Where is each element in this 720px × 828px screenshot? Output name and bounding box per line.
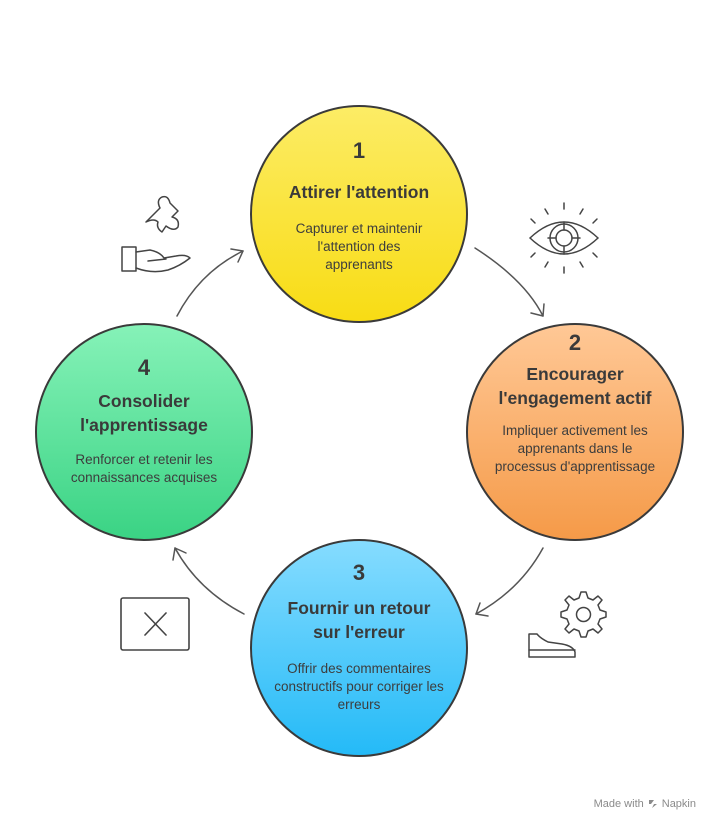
napkin-brand: Napkin: [661, 798, 696, 810]
arrow-1-to-2: [474, 247, 545, 317]
step-3-circle: [250, 539, 468, 757]
step-1-circle: [250, 105, 468, 323]
step-3-number: 3: [352, 560, 366, 585]
arrow-4-to-1: [176, 248, 244, 317]
step-4-title: Consolider l'apprentissage: [80, 391, 208, 435]
step-2-number: 2: [568, 330, 582, 355]
step-2-circle: [466, 323, 684, 541]
step-3-text: 3 Fournir un retour sur l'erreur Offrir …: [270, 560, 448, 714]
step-1-title: Attirer l'attention: [288, 182, 430, 202]
step-2-text: 2 Encourager l'engagement actif Implique…: [486, 330, 664, 476]
arrow-3-to-4: [172, 547, 245, 615]
gear-hand-icon: [528, 591, 607, 658]
step-3-title: Fournir un retour sur l'erreur: [287, 598, 431, 642]
step-4-description: Renforcer et retenir les connaissances a…: [70, 452, 218, 485]
step-2-description: Impliquer activement les apprenants dans…: [494, 423, 656, 474]
napkin-logo-icon: [648, 800, 657, 808]
made-with-napkin[interactable]: Made with Napkin: [594, 798, 696, 810]
puzzle-hand-icon: [121, 195, 191, 273]
step-1-description: Capturer et maintenir l'attention des ap…: [295, 221, 423, 272]
made-with-label: Made with: [593, 798, 644, 810]
step-1-text: 1 Attirer l'attention Capturer et mainte…: [270, 138, 448, 274]
step-4-text: 4 Consolider l'apprentissage Renforcer e…: [55, 355, 233, 487]
eye-target-icon: [528, 202, 600, 274]
step-2-title: Encourager l'engagement actif: [498, 364, 652, 408]
step-1-number: 1: [352, 138, 366, 163]
step-3-description: Offrir des commentaires constructifs pou…: [274, 661, 444, 712]
arrow-2-to-3: [475, 547, 544, 617]
step-4-number: 4: [137, 355, 151, 380]
x-box-icon: [120, 597, 190, 651]
step-4-circle: [35, 323, 253, 541]
